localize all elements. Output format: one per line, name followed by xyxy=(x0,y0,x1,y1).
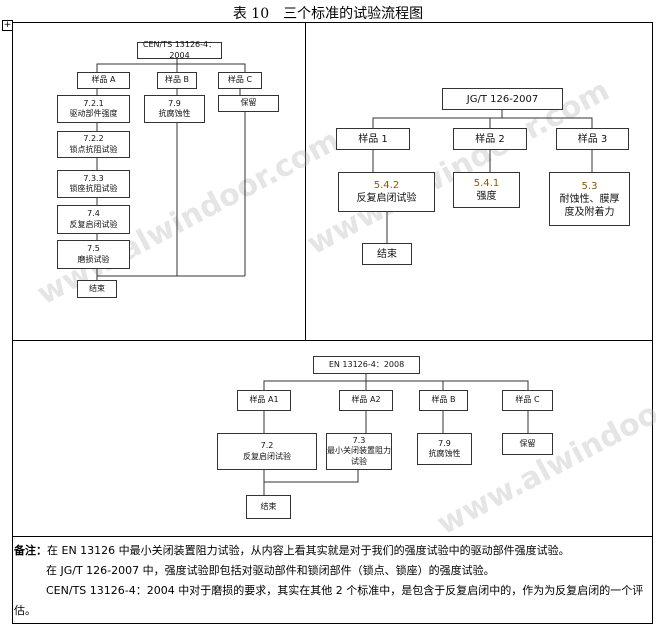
step-number: 7.3.3 xyxy=(83,173,104,183)
step-name: 耐蚀性、膜厚度及附着力 xyxy=(559,193,620,218)
step-name: 反复启闭试验 xyxy=(356,193,417,204)
cen-root-box: CEN/TS 13126-4：2004 xyxy=(137,40,222,60)
step-number: 7.3 xyxy=(352,435,366,445)
step-number: 7.9 xyxy=(168,98,181,108)
jgt-root-box: JG/T 126-2007 xyxy=(442,88,563,110)
note-line: 在 JG/T 126-2007 中，强度试验即包括对驱动部件和锁闭部件（锁点、锁… xyxy=(46,564,495,577)
en-step-c: 保留 xyxy=(502,433,553,455)
step-number: 7.5 xyxy=(87,244,100,254)
note-text: 在 EN 13126 中最小关闭装置阻力试验，从内容上看其实就是对于我们的强度试… xyxy=(47,544,570,557)
cen-step-c: 保留 xyxy=(218,95,279,112)
jgt-sample-3: 样品 3 xyxy=(556,128,629,150)
en-sample-a1: 样品 A1 xyxy=(237,390,291,411)
en-sample-b: 样品 B xyxy=(419,390,468,411)
step-number: 7.2 xyxy=(260,441,274,451)
step-number: 7.2.1 xyxy=(83,98,104,108)
step-name: 反复启闭试验 xyxy=(243,451,291,461)
step-name: 抗腐蚀性 xyxy=(158,109,191,118)
step-number: 5.4.2 xyxy=(373,180,400,191)
step-name: 强度 xyxy=(476,191,497,202)
cell-notes xyxy=(12,536,653,624)
notes-label: 备注： xyxy=(14,544,47,557)
step-number: 7.9 xyxy=(438,438,451,448)
step-name: 抗腐蚀性 xyxy=(428,449,461,458)
en-end-box: 结束 xyxy=(246,495,291,519)
en-sample-c: 样品 C xyxy=(502,390,553,411)
table-title: 表 10 三个标准的试验流程图 xyxy=(232,6,424,22)
step-name: 磨损试验 xyxy=(77,254,110,264)
step-number: 5.4.1 xyxy=(473,178,500,189)
step-name: 反复启闭试验 xyxy=(69,219,118,229)
en-root-box: EN 13126-4：2008 xyxy=(313,356,420,374)
step-number: 5.3 xyxy=(581,180,598,192)
notes: 备注：在 EN 13126 中最小关闭装置阻力试验，从内容上看其实就是对于我们的… xyxy=(14,541,650,621)
cen-sample-a: 样品 A xyxy=(77,72,130,89)
note-line: CEN/TS 13126-4：2004 中对于磨损的要求，其实在其他 2 个标准… xyxy=(14,584,644,617)
jgt-end-box: 结束 xyxy=(362,243,412,265)
step-name: 最小关闭装置阻力试验 xyxy=(327,446,391,466)
step-number: 7.4 xyxy=(87,209,100,219)
cen-sample-b: 样品 B xyxy=(157,72,197,89)
step-name: 驱动部件强度 xyxy=(69,109,118,118)
step-name: 锁座抗阻试验 xyxy=(69,184,118,193)
jgt-sample-1: 样品 1 xyxy=(336,128,410,150)
jgt-sample-2: 样品 2 xyxy=(453,128,527,150)
cen-sample-c: 样品 C xyxy=(218,72,262,89)
en-sample-a2: 样品 A2 xyxy=(339,390,393,411)
step-name: 锁点抗阻试验 xyxy=(69,144,118,154)
jgt-step-box: 5.4.1 强度 xyxy=(453,172,520,208)
jgt-step-box: 5.4.2 反复启闭试验 xyxy=(338,172,435,212)
step-number: 7.2.2 xyxy=(83,134,104,144)
note-line: 备注：在 EN 13126 中最小关闭装置阻力试验，从内容上看其实就是对于我们的… xyxy=(14,541,650,561)
cen-end-box: 结束 xyxy=(77,280,117,298)
